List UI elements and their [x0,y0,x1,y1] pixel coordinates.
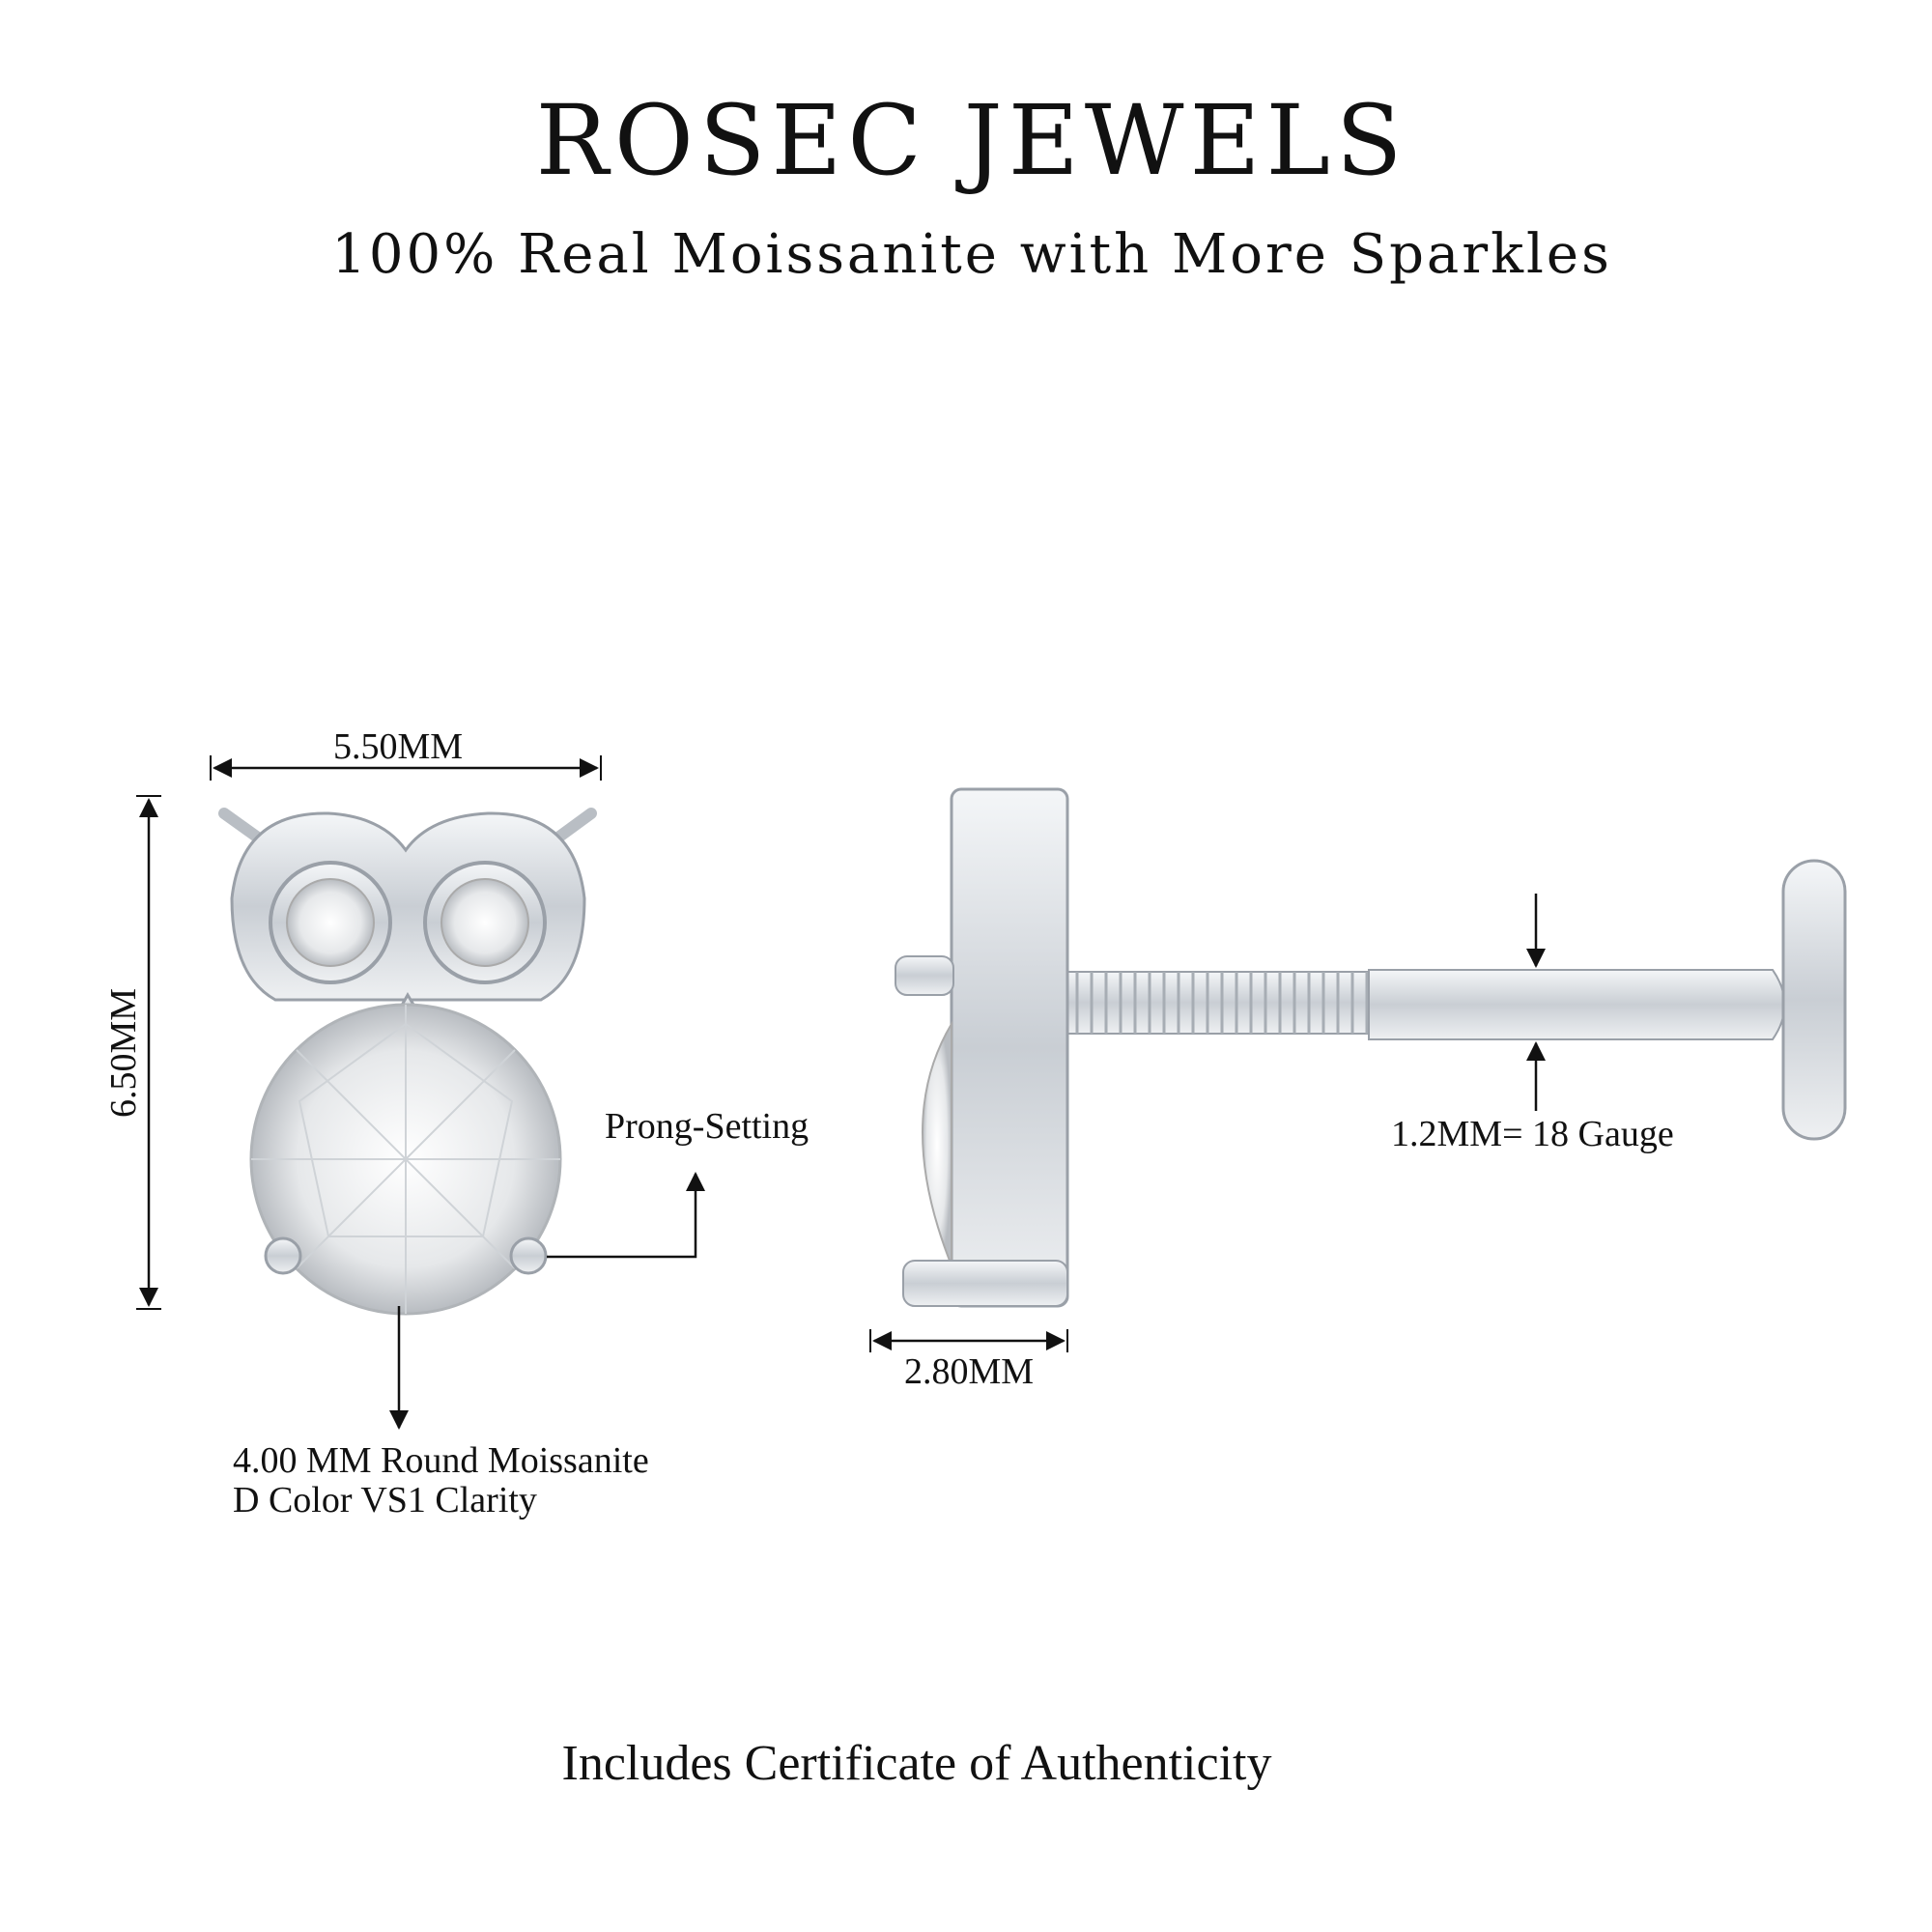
side-head [950,787,1069,1308]
width-label: 5.50MM [333,726,463,767]
left-eye-stone [286,878,375,967]
threaded-post [1062,971,1373,1035]
labret-bar [1368,969,1786,1040]
prong-label: Prong-Setting [605,1106,809,1147]
depth-label: 2.80MM [904,1351,1034,1392]
gauge-label: 1.2MM= 18 Gauge [1391,1114,1674,1154]
earring-side-view [895,787,1847,1308]
side-prongs [902,1260,1068,1307]
height-label: 6.50MM [103,988,144,1118]
brand-title: ROSEC JEWELS [536,84,1408,197]
stone-spec-line2: D Color VS1 Clarity [233,1480,537,1520]
side-beak [895,955,954,996]
prong-pointer [547,1172,705,1259]
tagline: 100% Real Moissanite with More Sparkles [331,223,1612,286]
flat-back-disc [1781,859,1847,1141]
right-eye-stone [440,878,529,967]
owl-front-view [218,808,597,1316]
stone-spec-line1: 4.00 MM Round Moissanite [233,1440,649,1481]
screw-threads [1075,972,1369,1034]
certificate-note: Includes Certificate of Authenticity [562,1736,1272,1791]
prong-right [509,1236,548,1275]
prong-left [264,1236,302,1275]
side-stone [922,1020,952,1266]
